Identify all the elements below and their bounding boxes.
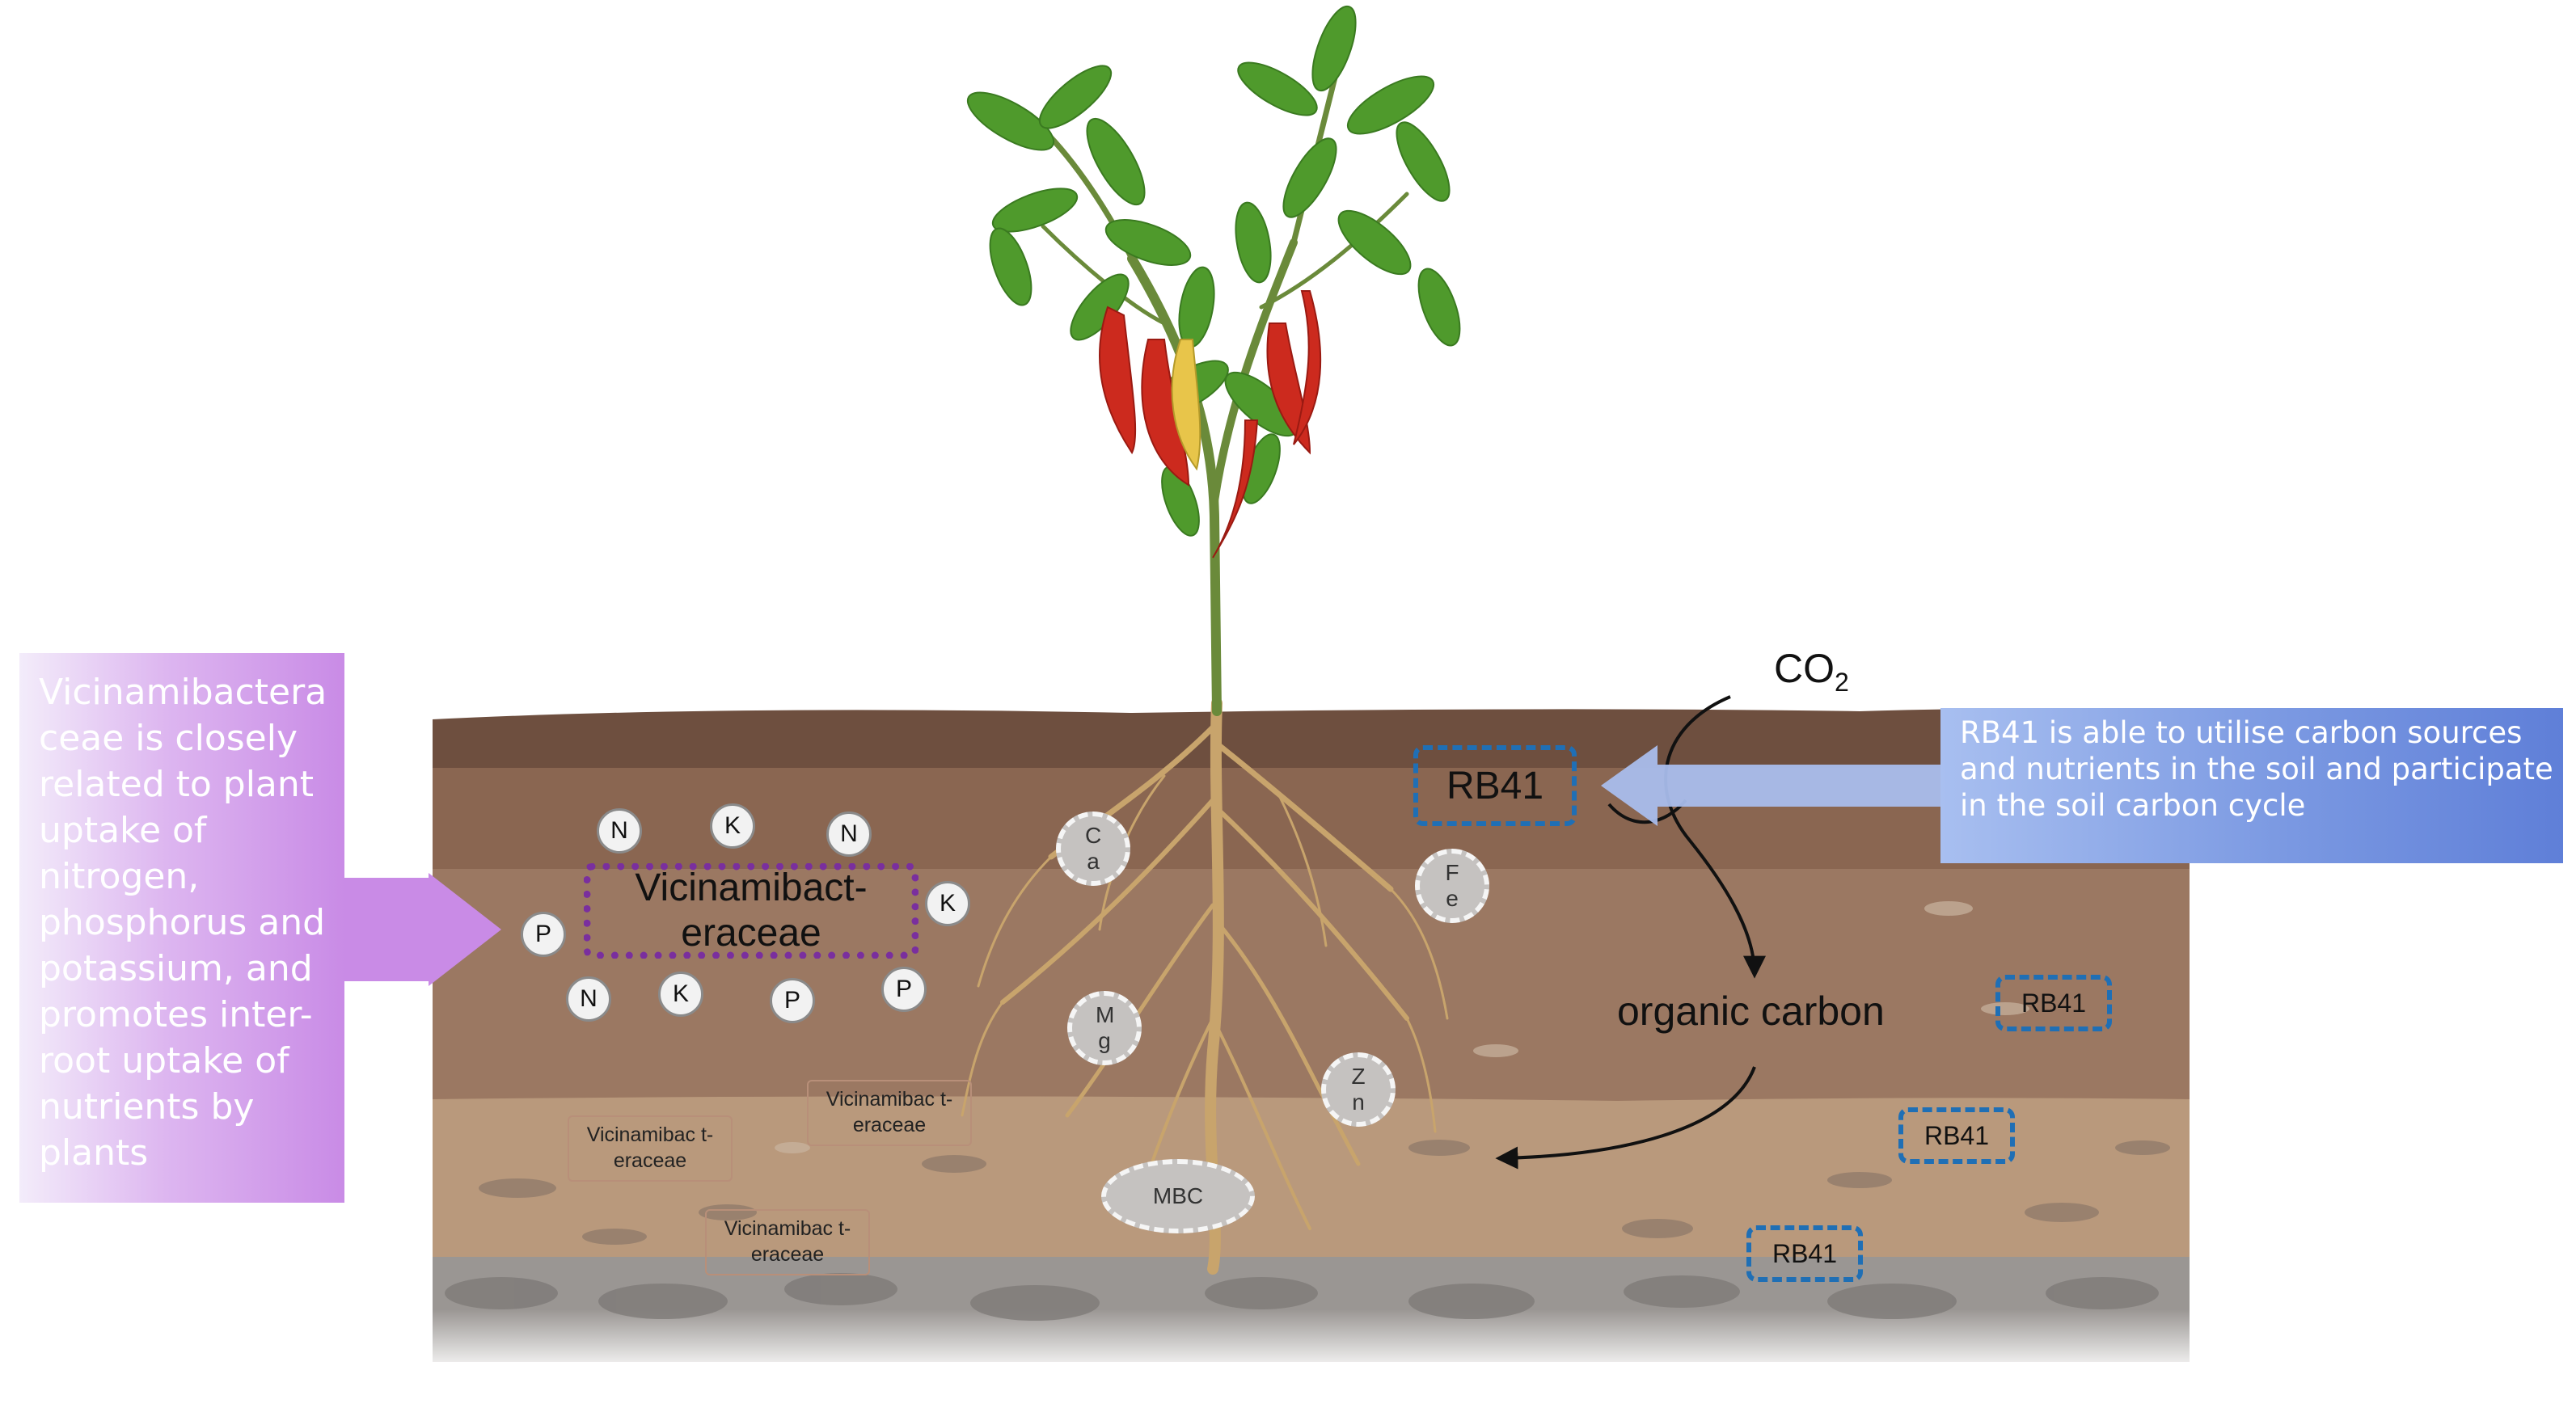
vicinamibact-small-label-3: Vicinamibac t-eraceae (724, 1217, 851, 1266)
vicinamibact-main-label: Vicinamibact-eraceae (635, 866, 868, 955)
mineral-circle-ca: C a (1056, 811, 1130, 886)
chili-peppers (1099, 290, 1322, 559)
mineral-circle-zn: Z n (1321, 1052, 1396, 1127)
mineral-circle-mg: M g (1067, 991, 1142, 1065)
carbon-cycle-arrows (1495, 695, 1766, 1170)
rb41-box-3: RB41 (1746, 1225, 1863, 1282)
nutrient-circle: N (566, 976, 611, 1022)
left-note-box: Vicinamibactera ceae is closely related … (19, 653, 344, 1203)
nutrient-circle: P (881, 967, 927, 1012)
rb41-label-1: RB41 (2021, 988, 2087, 1018)
rb41-box-2: RB41 (1898, 1107, 2015, 1164)
right-note-text: RB41 is able to utilise carbon sources a… (1960, 715, 2553, 823)
co2-main: CO (1774, 646, 1835, 691)
vicinamibact-small-box-1: Vicinamibac t-eraceae (807, 1080, 972, 1146)
rb41-arrow (1601, 745, 1949, 826)
mineral-circle-mbc: MBC (1101, 1159, 1255, 1233)
organic-carbon-label: organic carbon (1617, 989, 1885, 1034)
plant-leaves (966, 5, 1461, 537)
nutrient-circle: N (597, 808, 642, 854)
nutrient-circle: P (770, 978, 815, 1023)
vicinamibact-small-label-2: Vicinamibac t-eraceae (586, 1123, 714, 1172)
vicinamibact-small-label-1: Vicinamibac t-eraceae (826, 1088, 953, 1136)
co2-label: CO2 (1774, 645, 1849, 698)
rb41-main-box: RB41 (1413, 745, 1577, 826)
left-note-text: Vicinamibactera ceae is closely related … (39, 672, 327, 1174)
co2-subscript: 2 (1835, 668, 1849, 697)
vicinamibact-arrow (344, 873, 501, 986)
nutrient-circle: K (710, 803, 755, 849)
mineral-circle-fe: F e (1415, 849, 1489, 923)
rb41-label-3: RB41 (1772, 1238, 1838, 1268)
rb41-box-1: RB41 (1995, 975, 2112, 1031)
vicinamibact-small-box-3: Vicinamibac t-eraceae (705, 1209, 870, 1275)
right-note-box: RB41 is able to utilise carbon sources a… (1940, 708, 2563, 863)
yellow-pepper (1171, 339, 1201, 471)
vicinamibact-small-box-2: Vicinamibac t-eraceae (568, 1115, 733, 1182)
vicinamibact-main-box: Vicinamibact-eraceae (584, 863, 918, 959)
nutrient-circle: N (826, 811, 872, 857)
nutrient-circle: P (521, 912, 566, 957)
nutrient-circle: K (925, 881, 970, 926)
rb41-main-label: RB41 (1446, 764, 1544, 807)
rb41-label-2: RB41 (1924, 1120, 1990, 1150)
soil-cross-section (433, 708, 2190, 1374)
nutrient-circle: K (658, 972, 703, 1017)
